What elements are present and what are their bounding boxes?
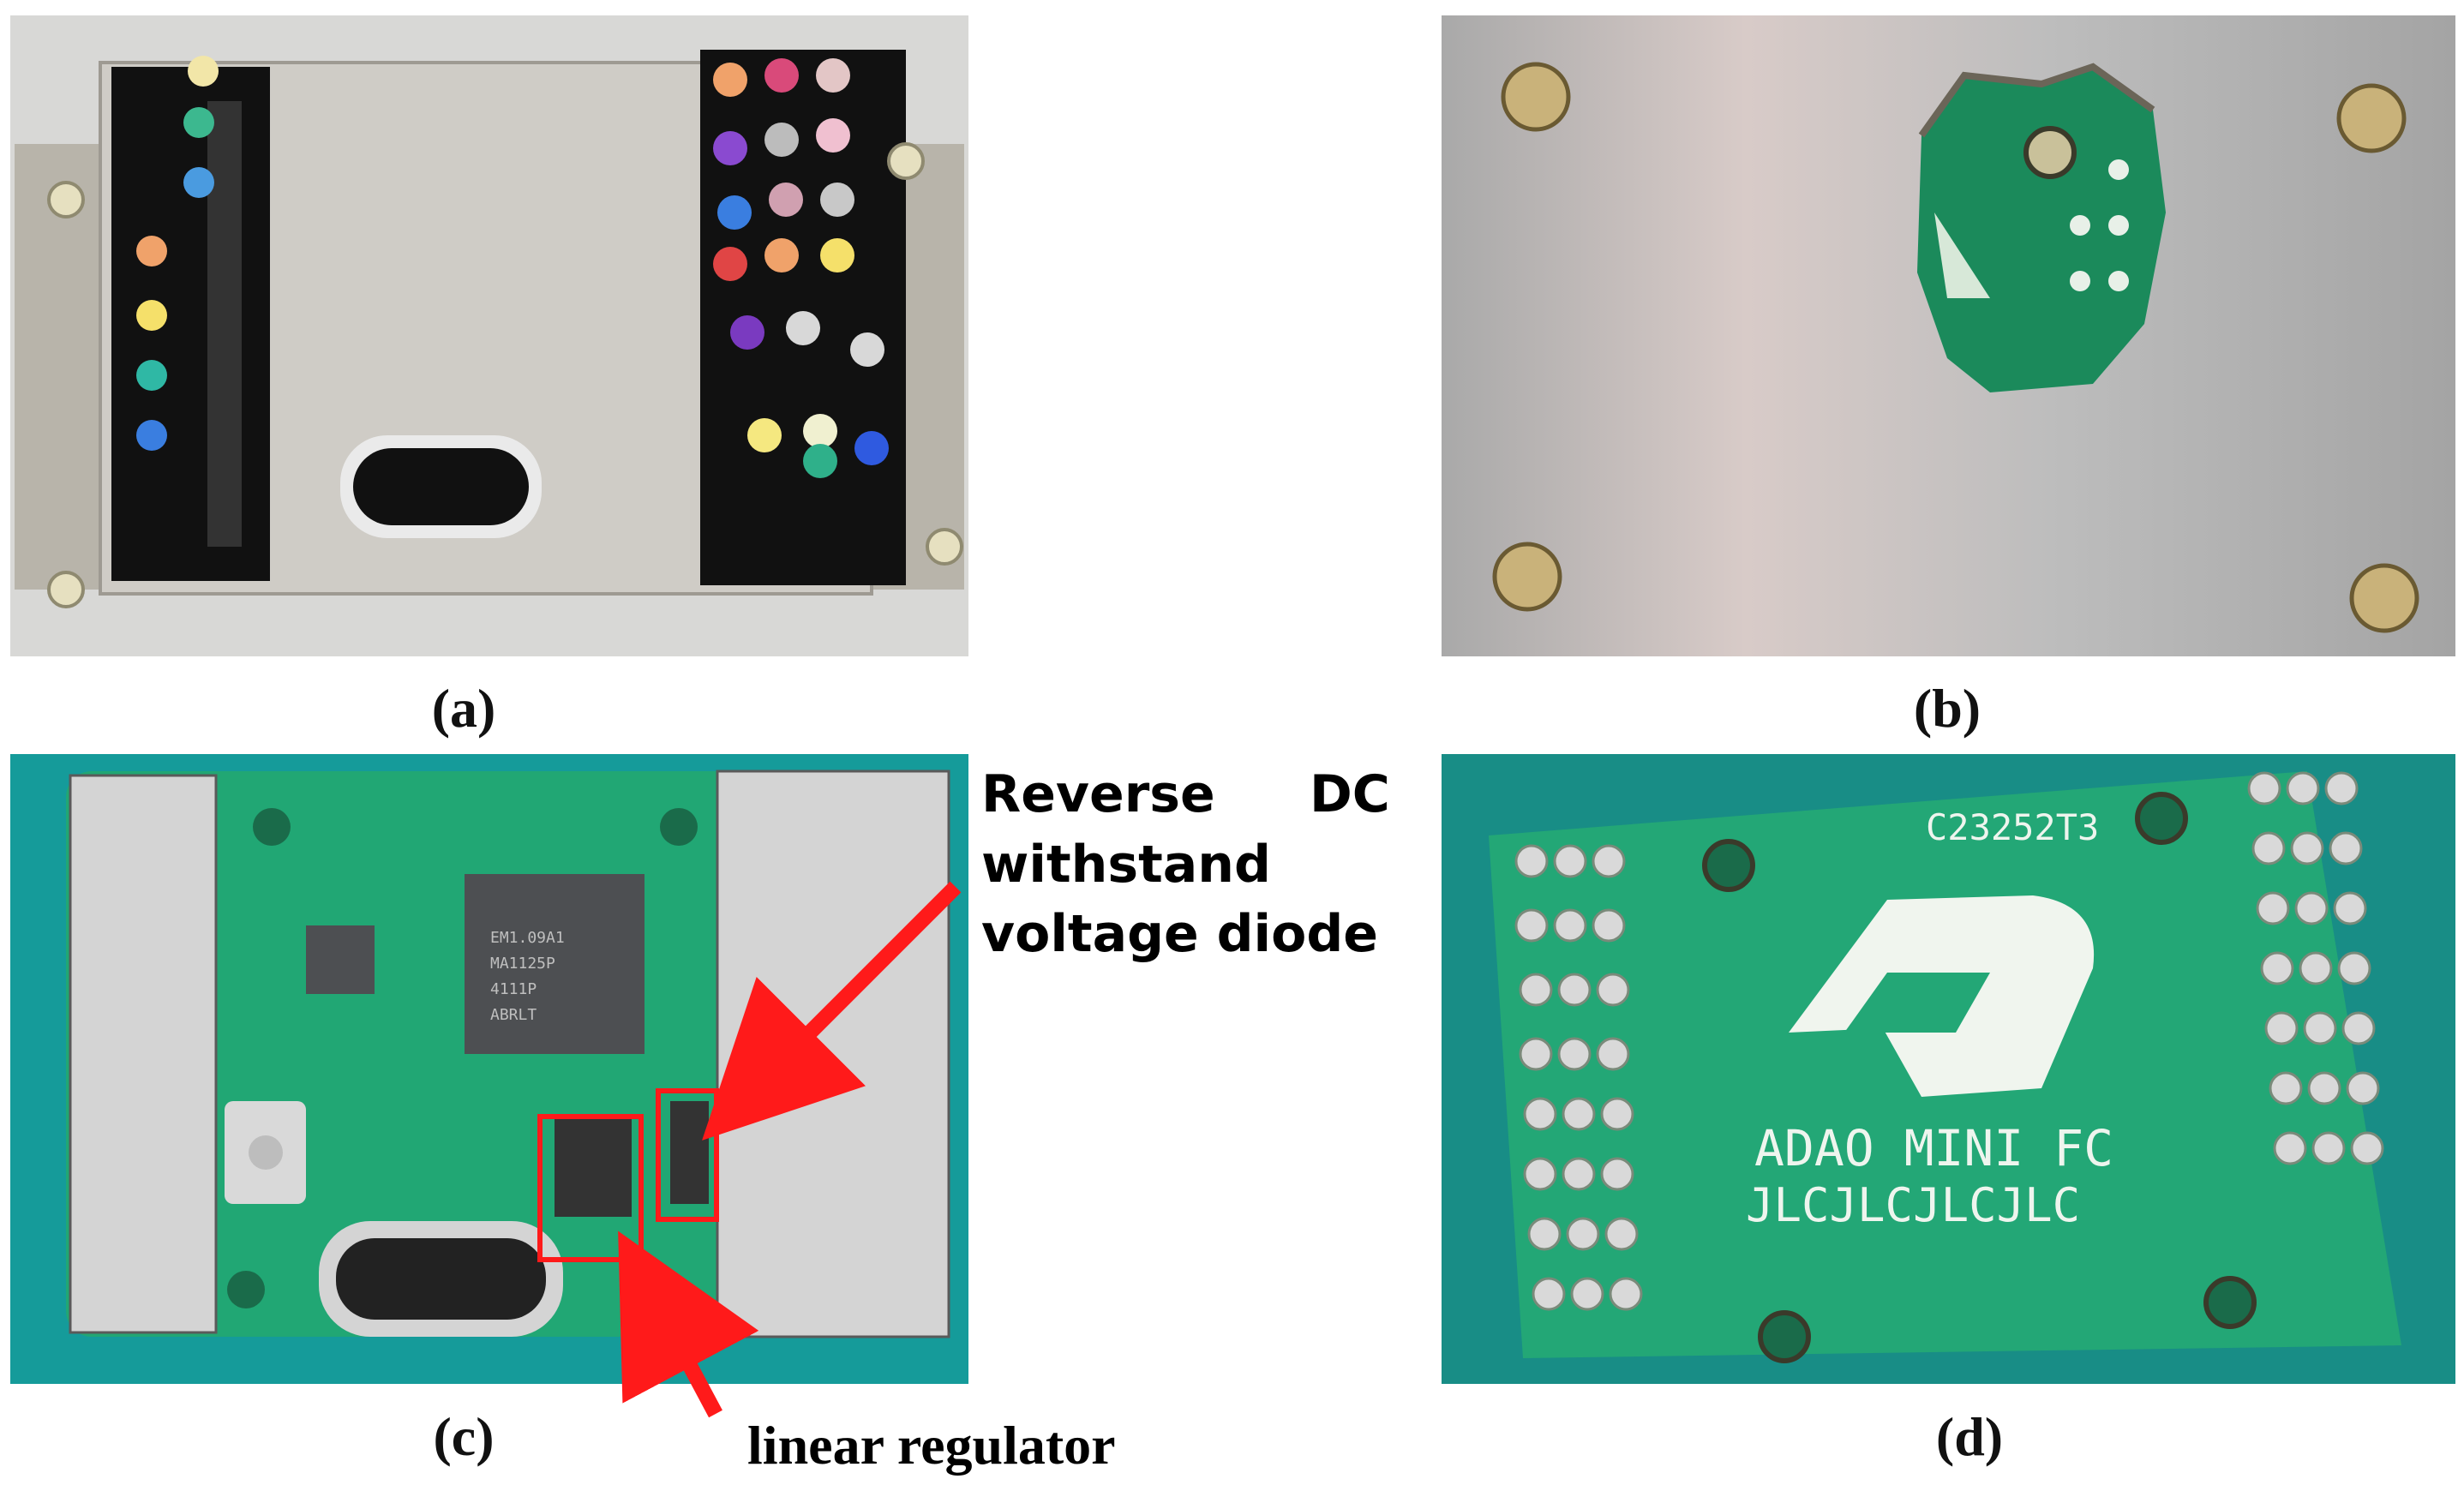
caption-c: (c)	[433, 1406, 495, 1467]
mcu-marking-4: ABRLT	[490, 1006, 537, 1024]
photo-a-enclosure-top	[10, 15, 968, 656]
mcu-marking-2: MA1125P	[490, 955, 555, 973]
photo-c-pcb-top: EM1.09A1 MA1125P 4111P ABRLT	[10, 754, 968, 1384]
caption-b: (b)	[1913, 678, 1981, 739]
photo-b-enclosure-bottom	[1442, 15, 2455, 656]
diode-label-line1-left: Reverse	[981, 764, 1215, 824]
caption-d: (d)	[1935, 1406, 2004, 1467]
regulator-label: linear regulator	[747, 1415, 1116, 1476]
board-code: C23252T3	[1926, 806, 2099, 848]
caption-a: (a)	[431, 678, 496, 739]
diode-label-line3: voltage diode	[981, 904, 1378, 964]
board-name: ADAO MINI FC	[1754, 1119, 2113, 1177]
photo-d-pcb-bottom: C23252T3 ADAO MINI FC JLCJLCJLCJLC	[1442, 754, 2455, 1384]
diode-label-line2: withstand	[981, 835, 1271, 895]
mcu-marking-1: EM1.09A1	[490, 929, 565, 947]
diode-label-line1-right: DC	[1310, 764, 1390, 824]
board-fab: JLCJLCJLCJLC	[1746, 1178, 2080, 1232]
mcu-marking-3: 4111P	[490, 980, 537, 998]
